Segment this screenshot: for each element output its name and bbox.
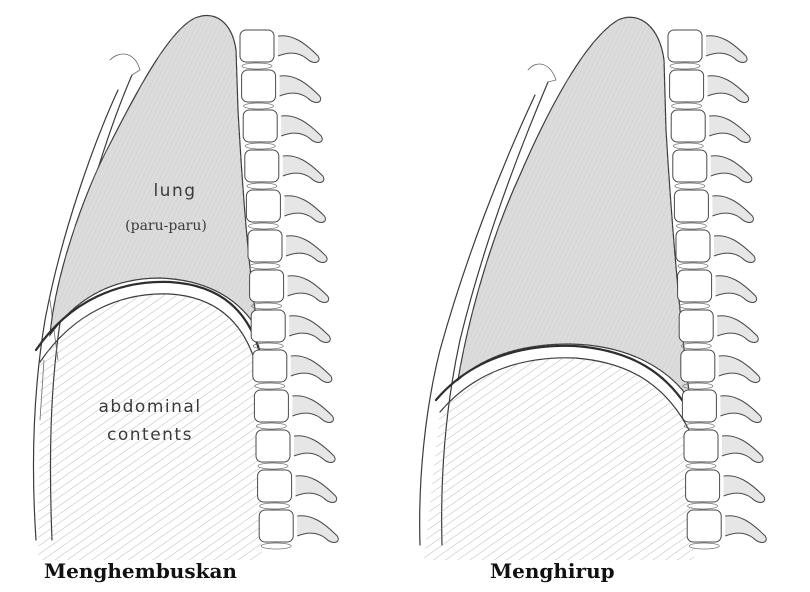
- spinous-process: [725, 516, 766, 543]
- spinous-process: [278, 36, 319, 63]
- inhale-panel: Menghirup: [420, 17, 767, 583]
- spinous-process: [724, 476, 765, 503]
- intervertebral-disc: [672, 103, 702, 109]
- intervertebral-disc: [675, 183, 705, 189]
- intervertebral-disc: [684, 423, 714, 429]
- intervertebral-disc: [255, 383, 285, 389]
- vertebra: [670, 70, 704, 102]
- intervertebral-disc: [258, 463, 288, 469]
- intervertebral-disc: [673, 143, 703, 149]
- spinous-process: [296, 476, 337, 503]
- intervertebral-disc: [678, 263, 708, 269]
- spinous-process: [722, 436, 763, 463]
- vertebra: [679, 310, 713, 342]
- spinous-process: [283, 156, 324, 183]
- spinous-process: [294, 436, 335, 463]
- intervertebral-disc: [248, 223, 278, 229]
- spinous-process: [292, 396, 333, 423]
- intervertebral-disc: [670, 63, 700, 69]
- spinous-process: [288, 276, 329, 303]
- vertebra: [668, 30, 702, 62]
- vertebra: [254, 390, 288, 422]
- vertebra: [258, 470, 292, 502]
- intervertebral-disc: [260, 503, 290, 509]
- vertebra: [676, 230, 710, 262]
- vertebra: [242, 70, 276, 102]
- spinous-process: [297, 516, 338, 543]
- spinous-process: [717, 316, 758, 343]
- abdomen-label-line1: abdominal: [98, 397, 201, 417]
- lung-label: lung: [153, 181, 196, 201]
- exhale-caption: Menghembuskan: [44, 559, 237, 583]
- intervertebral-disc: [256, 423, 286, 429]
- spinous-process: [711, 156, 752, 183]
- vertebra: [687, 510, 721, 542]
- intervertebral-disc: [680, 303, 710, 309]
- intervertebral-disc: [247, 183, 277, 189]
- vertebra: [240, 30, 274, 62]
- vertebra: [250, 270, 284, 302]
- vertebra: [686, 470, 720, 502]
- vertebra: [251, 310, 285, 342]
- vertebra: [678, 270, 712, 302]
- spinous-process: [281, 116, 322, 143]
- vertebra: [684, 430, 718, 462]
- intervertebral-disc: [676, 223, 706, 229]
- vertebra: [681, 350, 715, 382]
- vertebra: [243, 110, 277, 142]
- spinous-process: [286, 236, 327, 263]
- vertebra: [673, 150, 707, 182]
- spinous-process: [280, 76, 321, 103]
- spinous-process: [716, 276, 757, 303]
- intervertebral-disc: [244, 103, 274, 109]
- spinous-process: [714, 236, 755, 263]
- spinous-process: [708, 76, 749, 103]
- intervertebral-disc: [242, 63, 272, 69]
- vertebra: [246, 190, 280, 222]
- vertebra: [253, 350, 287, 382]
- vertebra: [259, 510, 293, 542]
- spinous-process: [706, 36, 747, 63]
- spinous-process: [289, 316, 330, 343]
- intervertebral-disc: [250, 263, 280, 269]
- intervertebral-disc: [681, 343, 711, 349]
- vertebra: [256, 430, 290, 462]
- intervertebral-disc: [689, 543, 719, 549]
- intervertebral-disc: [252, 303, 282, 309]
- spinous-process: [719, 356, 760, 383]
- vertebra: [671, 110, 705, 142]
- vertebra: [682, 390, 716, 422]
- spinous-process: [291, 356, 332, 383]
- spinous-process: [720, 396, 761, 423]
- spinous-process: [284, 196, 325, 223]
- vertebra: [248, 230, 282, 262]
- lung-translation-label: (paru-paru): [125, 218, 207, 234]
- inhale-caption: Menghirup: [490, 559, 615, 583]
- exhale-panel: lung (paru-paru) abdominal contents Meng…: [33, 16, 338, 583]
- abdomen-inhale: [424, 358, 694, 560]
- intervertebral-disc: [261, 543, 291, 549]
- vertebra: [245, 150, 279, 182]
- vertebra: [674, 190, 708, 222]
- abdomen-label-line2: contents: [107, 425, 193, 445]
- spinous-process: [712, 196, 753, 223]
- intervertebral-disc: [245, 143, 275, 149]
- spinous-process: [709, 116, 750, 143]
